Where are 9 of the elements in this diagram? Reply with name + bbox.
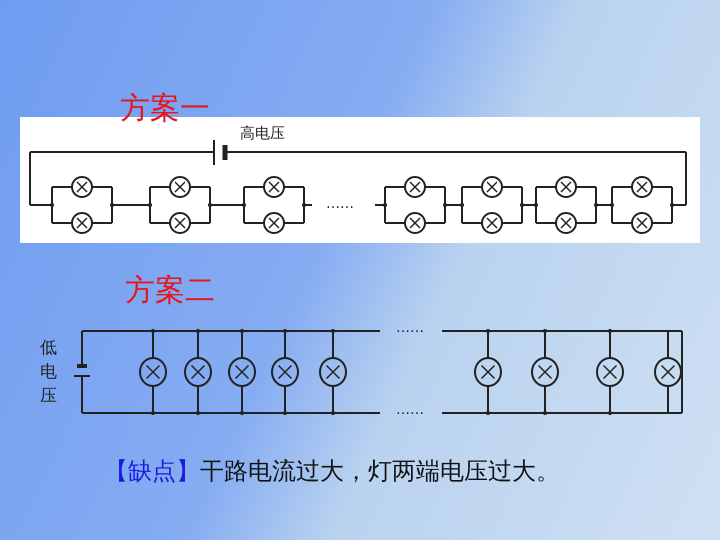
ellipsis: …… <box>396 320 424 336</box>
ellipsis: …… <box>326 196 354 212</box>
voltage-label: 高电压 <box>240 124 285 143</box>
note-text: 干路电流过大，灯两端电压过大。 <box>200 458 560 487</box>
scheme-heading: 方案一 <box>120 91 210 127</box>
scheme-heading: 方案二 <box>125 273 215 309</box>
ellipsis: …… <box>396 402 424 418</box>
note-tag: 【缺点】 <box>104 455 200 487</box>
voltage-label: 低电压 <box>40 337 58 408</box>
